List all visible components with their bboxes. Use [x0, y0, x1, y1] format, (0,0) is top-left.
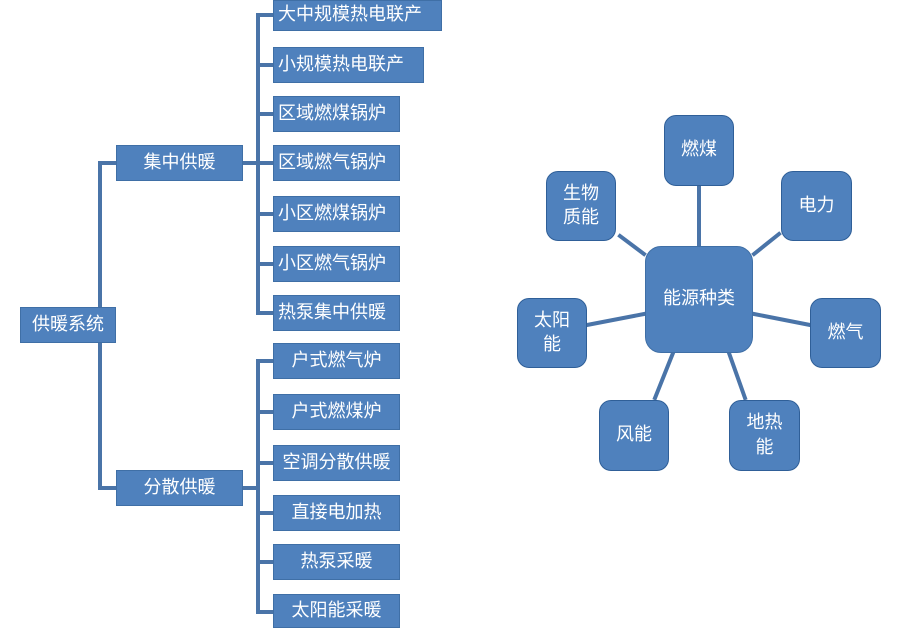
- energy-node-gas: 燃气: [810, 298, 881, 368]
- energy-node-geothermal: 地热 能: [729, 400, 800, 471]
- leaf-node-label: 户式燃煤炉: [291, 400, 382, 422]
- group-node-label: 集中供暖: [143, 151, 216, 173]
- energy-node-label-line1: 地热: [746, 412, 783, 434]
- group-node-label: 分散供暖: [143, 476, 216, 498]
- root-node-heating-system: 供暖系统: [20, 307, 116, 343]
- energy-hub-node: 能源种类: [645, 246, 753, 353]
- energy-node-label-line2: 能: [755, 436, 774, 458]
- leaf-node: 直接电加热: [273, 495, 400, 531]
- leaf-node-label: 小规模热电联产: [278, 53, 404, 75]
- leaf-node: 大中规模热电联产: [273, 0, 442, 31]
- leaf-node-label: 大中规模热电联产: [278, 4, 422, 26]
- leaf-node: 区域燃煤锅炉: [273, 96, 400, 132]
- energy-node-label: 燃气: [827, 321, 864, 343]
- leaf-node: 热泵集中供暖: [273, 295, 400, 331]
- leaf-node-label: 户式燃气炉: [291, 349, 382, 371]
- energy-node-biomass: 生物 质能: [546, 171, 616, 241]
- energy-node-coal: 燃煤: [664, 115, 734, 186]
- leaf-node-label: 区域燃煤锅炉: [278, 102, 386, 124]
- leaf-node: 小区燃煤锅炉: [273, 196, 400, 232]
- energy-node-label: 风能: [616, 424, 652, 446]
- energy-node-solar: 太阳 能: [517, 298, 587, 368]
- leaf-node-label: 空调分散供暖: [282, 451, 391, 473]
- root-node-label: 供暖系统: [32, 313, 104, 335]
- leaf-node-label: 热泵采暖: [300, 550, 373, 572]
- leaf-node-label: 区域燃气锅炉: [278, 151, 386, 173]
- energy-node-label: 燃煤: [681, 139, 717, 161]
- energy-node-label: 电力: [798, 194, 835, 216]
- energy-node-electricity: 电力: [781, 171, 852, 241]
- leaf-node: 热泵采暖: [273, 544, 400, 580]
- energy-hub-label: 能源种类: [663, 288, 735, 310]
- leaf-node: 户式燃气炉: [273, 343, 400, 379]
- leaf-node: 户式燃煤炉: [273, 394, 400, 430]
- leaf-node-label: 热泵集中供暖: [278, 301, 386, 323]
- leaf-node-label: 直接电加热: [291, 501, 382, 523]
- leaf-node-label: 小区燃煤锅炉: [278, 202, 386, 224]
- leaf-node: 太阳能采暖: [273, 594, 400, 628]
- leaf-node: 区域燃气锅炉: [273, 145, 400, 181]
- energy-node-label-line2: 能: [543, 334, 561, 355]
- energy-node-label-line1: 太阳: [534, 309, 570, 331]
- group-node-distributed-heating: 分散供暖: [116, 470, 243, 506]
- leaf-node-label: 小区燃气锅炉: [278, 252, 386, 274]
- leaf-node: 空调分散供暖: [273, 445, 400, 481]
- leaf-node: 小规模热电联产: [273, 47, 424, 83]
- energy-node-label-line2: 质能: [563, 207, 599, 228]
- leaf-node: 小区燃气锅炉: [273, 246, 400, 282]
- leaf-node-label: 太阳能采暖: [291, 599, 382, 621]
- energy-node-label-line1: 生物: [563, 182, 599, 204]
- energy-node-wind: 风能: [599, 400, 669, 471]
- group-node-central-heating: 集中供暖: [116, 145, 243, 181]
